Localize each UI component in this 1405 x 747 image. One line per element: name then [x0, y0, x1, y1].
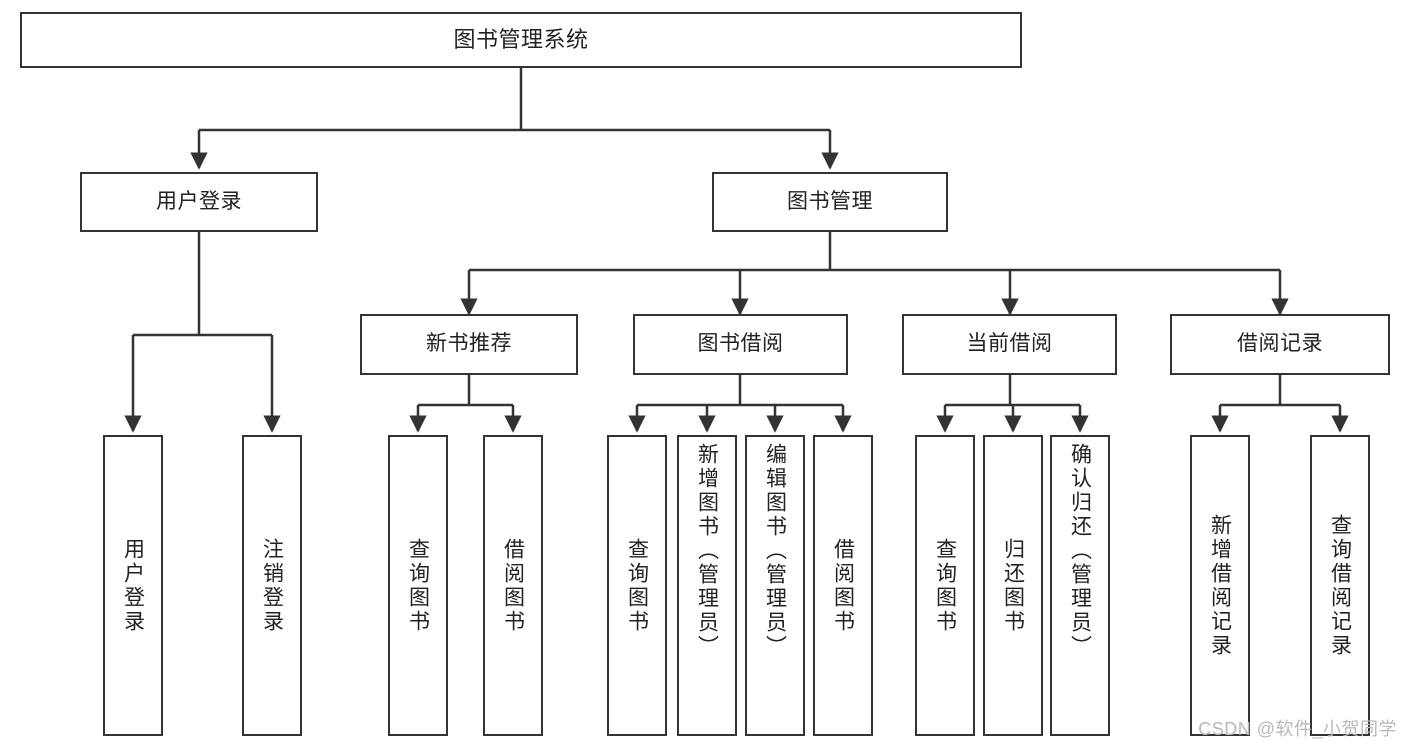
leaf-current-confirm-return-admin[interactable]: 确认归还（管理员） [1050, 435, 1110, 736]
leaf-records-add-record-label: 新增借阅记录 [1208, 513, 1232, 658]
leaf-borrow-edit-book-admin-label: 编辑图书（管理员） [763, 443, 787, 659]
leaf-user-login-signout[interactable]: 注销登录 [242, 435, 302, 736]
leaf-records-query-record[interactable]: 查询借阅记录 [1310, 435, 1370, 736]
leaf-borrow-add-book-admin-label: 新增图书（管理员） [695, 443, 719, 659]
node-user-login-label: 用户登录 [156, 189, 242, 213]
node-borrow-records[interactable]: 借阅记录 [1170, 314, 1390, 375]
node-root-system-label: 图书管理系统 [453, 27, 589, 53]
node-new-book-recommend-label: 新书推荐 [426, 332, 512, 356]
leaf-borrow-query-book-label: 查询图书 [625, 537, 649, 634]
leaf-current-return-book-label: 归还图书 [1001, 537, 1025, 634]
leaf-current-return-book[interactable]: 归还图书 [983, 435, 1043, 736]
leaf-current-query-book-label: 查询图书 [933, 537, 957, 634]
node-book-management[interactable]: 图书管理 [712, 172, 948, 232]
leaf-records-add-record[interactable]: 新增借阅记录 [1190, 435, 1250, 736]
leaf-current-confirm-return-admin-label: 确认归还（管理员） [1068, 443, 1092, 659]
leaf-new-book-query[interactable]: 查询图书 [388, 435, 448, 736]
csdn-watermark: CSDN @软件_小贺同学 [1198, 719, 1397, 739]
leaf-new-book-borrow-label: 借阅图书 [501, 537, 525, 634]
node-book-management-label: 图书管理 [787, 189, 873, 213]
leaf-borrow-edit-book-admin[interactable]: 编辑图书（管理员） [745, 435, 805, 736]
leaf-borrow-borrow-book[interactable]: 借阅图书 [813, 435, 873, 736]
leaf-borrow-add-book-admin[interactable]: 新增图书（管理员） [677, 435, 737, 736]
leaf-current-query-book[interactable]: 查询图书 [915, 435, 975, 736]
leaf-records-query-record-label: 查询借阅记录 [1328, 513, 1352, 658]
leaf-user-login-signin-label: 用户登录 [121, 537, 145, 634]
node-root-system[interactable]: 图书管理系统 [20, 12, 1022, 68]
node-book-borrow[interactable]: 图书借阅 [633, 314, 848, 375]
node-user-login[interactable]: 用户登录 [80, 172, 318, 232]
node-new-book-recommend[interactable]: 新书推荐 [360, 314, 578, 375]
node-borrow-records-label: 借阅记录 [1237, 332, 1323, 356]
leaf-user-login-signout-label: 注销登录 [260, 537, 284, 634]
leaf-borrow-query-book[interactable]: 查询图书 [607, 435, 667, 736]
leaf-new-book-borrow[interactable]: 借阅图书 [483, 435, 543, 736]
leaf-new-book-query-label: 查询图书 [406, 537, 430, 634]
node-book-borrow-label: 图书借阅 [697, 332, 784, 356]
leaf-borrow-borrow-book-label: 借阅图书 [831, 537, 855, 634]
leaf-user-login-signin[interactable]: 用户登录 [103, 435, 163, 736]
node-current-borrow-label: 当前借阅 [966, 332, 1053, 356]
node-current-borrow[interactable]: 当前借阅 [902, 314, 1117, 375]
